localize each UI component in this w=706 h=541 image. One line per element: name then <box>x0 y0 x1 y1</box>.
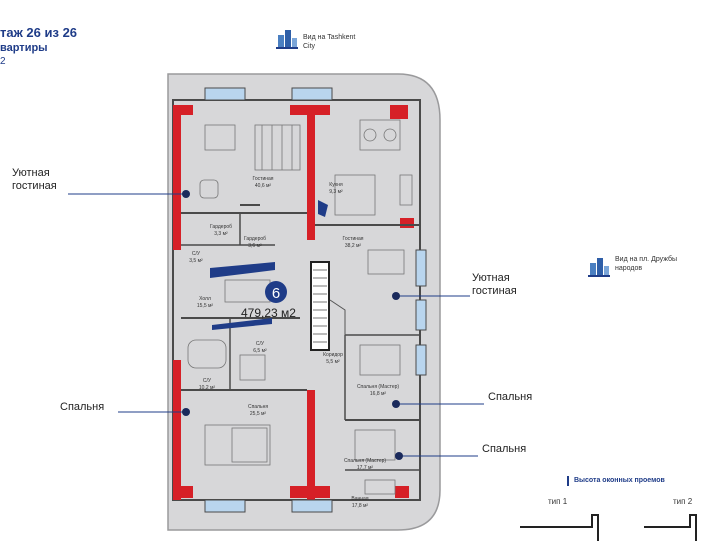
room-name: Кухня <box>329 182 343 188</box>
building-icon <box>276 27 298 49</box>
apartment-badge <box>265 281 287 303</box>
room-name: Гостиная <box>343 236 364 242</box>
callout-living-left: Уютная гостиная <box>12 167 57 192</box>
room-name: Спальня (Мастер) <box>344 458 386 464</box>
room-name: С/У <box>256 341 265 347</box>
room-name: Гардероб <box>244 236 266 242</box>
legend-title: Высота оконных проемов <box>574 477 665 484</box>
room-area: 40,6 м² <box>255 183 272 189</box>
room-name: С/У <box>192 251 201 257</box>
room-area: 5,5 м² <box>326 359 340 365</box>
callout-living-right: Уютная гостиная <box>472 272 517 297</box>
callout-bedroom-left: Спальня <box>60 401 105 413</box>
view-druzhby-label: Вид на пл. Дружбы народов <box>615 256 678 272</box>
apartments-label: вартиры <box>0 42 48 54</box>
room-name: Гардероб <box>210 224 232 230</box>
room-area: 38,2 м² <box>345 243 362 249</box>
room-name: Холл <box>199 296 211 302</box>
room-area: 9,3 м² <box>329 189 343 195</box>
room-area: 17,7 м² <box>357 465 374 471</box>
room-area: 15,5 м² <box>197 303 214 309</box>
room-name: С/У <box>203 378 212 384</box>
building-icon <box>588 255 610 277</box>
callout-bedroom-right-1: Спальня <box>488 391 533 403</box>
room-area: 16,8 м² <box>370 391 387 397</box>
view-tashkent-city-label: Вид на Tashkent City <box>303 34 356 50</box>
room-area: 17,8 м² <box>352 503 369 509</box>
floor-label: таж 26 из 26 <box>0 25 78 40</box>
room-area: 25,5 м² <box>250 411 267 417</box>
legend-type2: тип 2 <box>673 497 693 506</box>
room-area: 10,2 м² <box>199 385 216 391</box>
room-name: Гостиная <box>253 176 274 182</box>
section-code: 2 <box>0 56 6 67</box>
room-name: Спальня <box>248 404 268 410</box>
room-name: Ванная <box>351 496 368 502</box>
room-area: 3,3 м² <box>214 231 228 237</box>
room-name: Коридор <box>323 352 343 358</box>
callout-bedroom-right-2: Спальня <box>482 443 527 455</box>
apartment-area: 479,23 м2 <box>241 306 296 320</box>
room-area: 6,5 м² <box>253 348 267 354</box>
room-area: 3,6 м² <box>248 243 262 249</box>
legend-type1: тип 1 <box>548 497 568 506</box>
apartment-number: 6 <box>272 285 280 302</box>
room-name: Спальня (Мастер) <box>357 384 399 390</box>
room-area: 3,5 м² <box>189 258 203 264</box>
